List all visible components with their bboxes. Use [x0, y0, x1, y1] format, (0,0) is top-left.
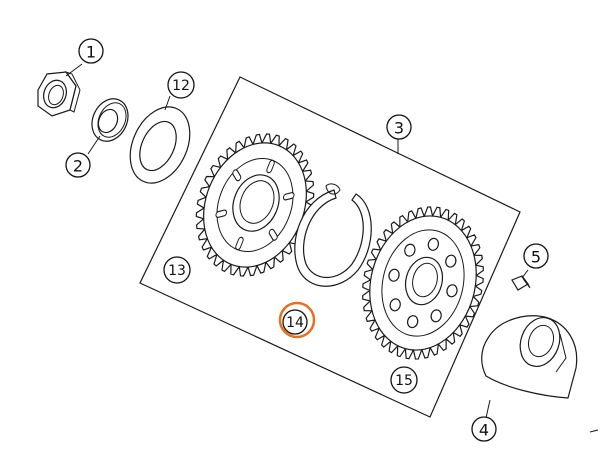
highlight-ring: [278, 301, 316, 339]
gear-15-hole: [388, 268, 400, 282]
small-washer-part[interactable]: [85, 93, 134, 147]
callout-13-label: 13: [168, 263, 186, 279]
gear-13-slot: [215, 209, 228, 218]
gear-15-hole: [427, 237, 440, 251]
callout-4-label: 4: [479, 421, 489, 440]
woodruff-key-part[interactable]: [511, 275, 531, 291]
callout-3[interactable]: 3: [386, 114, 412, 140]
leader-5: [521, 269, 529, 279]
callout-15[interactable]: 15: [390, 366, 418, 394]
callout-5[interactable]: 5: [523, 243, 549, 269]
circlip-part[interactable]: [294, 183, 372, 287]
callout-2[interactable]: 2: [65, 152, 91, 178]
gear-15-hole: [446, 284, 458, 298]
leader-4: [485, 399, 491, 419]
gear-15-part[interactable]: [346, 193, 500, 372]
callout-12[interactable]: 12: [167, 71, 195, 99]
gear-13-slot: [232, 169, 242, 182]
gear-13-slot: [268, 228, 278, 241]
counterweight-part[interactable]: [481, 312, 578, 399]
leader-1: [65, 63, 83, 77]
callout-13[interactable]: 13: [163, 256, 191, 284]
leader-12: [164, 95, 171, 111]
callout-1-label: 1: [86, 43, 96, 62]
edge-mark: [589, 429, 599, 433]
gear-15-hole: [404, 243, 416, 257]
callout-4[interactable]: 4: [471, 416, 497, 442]
gear-15-hole: [389, 298, 401, 312]
callout-14-highlighted[interactable]: 14: [278, 301, 316, 339]
assembly-outline: [139, 76, 521, 418]
callout-14-label: 14: [286, 315, 304, 331]
callout-15-label: 15: [395, 373, 413, 389]
gear-15-hole: [406, 315, 419, 329]
gear-13-slot: [266, 159, 275, 174]
gear-13-part[interactable]: [176, 116, 334, 293]
shim-ring-part[interactable]: [119, 97, 202, 192]
hex-nut-part[interactable]: [37, 71, 81, 117]
callout-12-label: 12: [172, 78, 190, 94]
callout-3-label: 3: [394, 119, 404, 138]
callout-5-label: 5: [531, 248, 541, 267]
gear-13-slot: [235, 236, 244, 251]
leader-2: [87, 135, 101, 155]
callout-1[interactable]: 1: [78, 38, 104, 64]
gear-15-hole: [430, 309, 442, 323]
gear-15-hole: [445, 254, 457, 268]
gear-13-slot: [282, 192, 295, 201]
callout-2-label: 2: [73, 157, 83, 176]
